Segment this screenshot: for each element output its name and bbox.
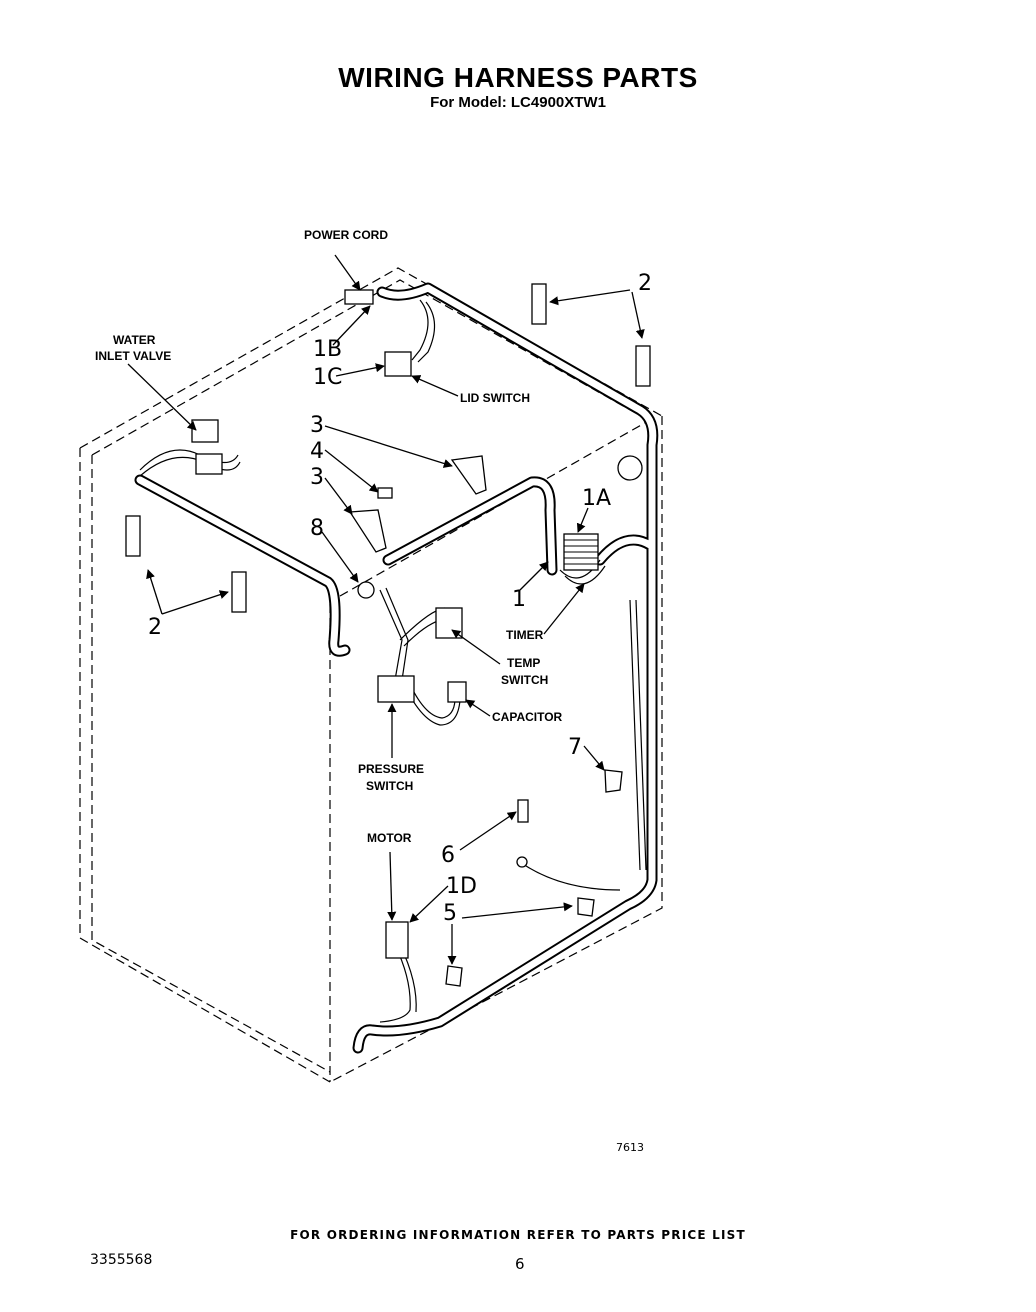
callout-1c: 1C	[313, 365, 342, 390]
page-title: WIRING HARNESS PARTS	[338, 62, 698, 93]
lid-switch-connector	[384, 351, 412, 377]
illustration-code: 7613	[616, 1141, 644, 1154]
callout-7: 7	[568, 735, 582, 760]
water-inlet-valve-connector	[191, 419, 219, 443]
capacitor-connector	[447, 681, 467, 703]
motor-connector	[385, 921, 409, 959]
label-temp-switch-line2: SWITCH	[501, 673, 548, 687]
ordering-info: FOR ORDERING INFORMATION REFER TO PARTS …	[290, 1228, 746, 1242]
grommet-8	[357, 581, 375, 599]
callout-2-left: 2	[148, 615, 162, 640]
wire-bundles	[139, 299, 647, 1023]
clip-3-top	[450, 455, 487, 495]
callout-2-top: 2	[638, 271, 652, 296]
ground-lug	[516, 856, 528, 868]
label-timer: TIMER	[506, 628, 544, 642]
leader-arrows	[127, 254, 645, 965]
label-water-inlet-valve-line1: WATER	[113, 333, 156, 347]
callout-6: 6	[441, 843, 455, 868]
clip-2-top-a	[531, 283, 547, 325]
label-lid-switch: LID SWITCH	[460, 391, 530, 405]
harness-tubes-inner	[136, 284, 657, 1052]
label-power-cord: POWER CORD	[304, 228, 388, 242]
label-pressure-switch-line2: SWITCH	[366, 779, 413, 793]
drum-symbol	[617, 455, 643, 481]
power-cord-plug	[344, 289, 374, 305]
clip-5-a	[577, 897, 595, 917]
label-motor: MOTOR	[367, 831, 412, 845]
screw-6	[517, 799, 529, 823]
cabinet-outline	[79, 267, 663, 1083]
callout-1d: 1D	[446, 874, 477, 899]
callout-1b: 1B	[313, 337, 342, 362]
clip-2-left-b	[231, 571, 247, 613]
label-water-inlet-valve-line2: INLET VALVE	[95, 349, 171, 363]
screw-4	[377, 487, 393, 499]
page-number: 6	[515, 1255, 525, 1273]
clip-7	[604, 769, 623, 793]
temp-switch-connector	[435, 607, 463, 639]
label-pressure-switch-line1: PRESSURE	[358, 762, 424, 776]
callout-5: 5	[443, 901, 457, 926]
water-inlet-valve-connector-lower	[195, 453, 223, 475]
model-subtitle: For Model: LC4900XTW1	[430, 94, 606, 111]
label-capacitor: CAPACITOR	[492, 710, 563, 724]
clip-3-mid	[348, 509, 387, 553]
clip-5-b	[445, 965, 463, 987]
document-number: 3355568	[90, 1252, 153, 1268]
callout-3-top: 3	[310, 413, 324, 438]
clip-2-top-b	[635, 345, 651, 387]
callout-3-mid: 3	[310, 465, 324, 490]
callout-4: 4	[310, 439, 324, 464]
callout-8: 8	[310, 516, 324, 541]
callout-1a: 1A	[582, 486, 611, 511]
label-temp-switch-line1: TEMP	[507, 656, 540, 670]
callout-1: 1	[512, 587, 526, 612]
pressure-switch-connector	[377, 675, 415, 703]
component-shapes	[125, 283, 651, 987]
clip-2-left-a	[125, 515, 141, 557]
